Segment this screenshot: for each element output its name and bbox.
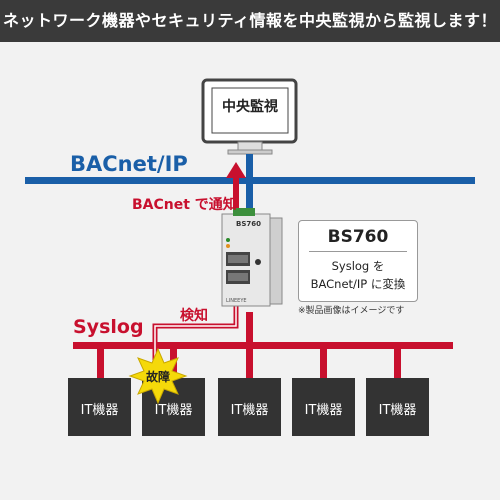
device-model-label: BS760 — [236, 220, 261, 228]
info-line1: Syslog を — [331, 259, 385, 273]
it-device-label-5: IT機器 — [378, 403, 417, 418]
header-banner: ネットワーク機器やセキュリティ情報を中央監視から監視します！ — [0, 0, 500, 42]
syslog-label: Syslog — [73, 316, 144, 338]
info-box: BS760 Syslog を BACnet/IP に変換 — [298, 220, 418, 302]
monitor-label: 中央監視 — [222, 99, 278, 115]
it-device-boxes — [68, 378, 429, 436]
it-device-label-2: IT機器 — [154, 403, 193, 418]
detect-label: 検知 — [180, 308, 208, 324]
info-title: BS760 — [327, 227, 389, 247]
monitor-icon — [201, 78, 298, 155]
syslog-line — [73, 342, 453, 349]
bacnet-drop-monitor — [246, 154, 253, 210]
info-divider — [309, 251, 407, 252]
image-note: ※製品画像はイメージです — [298, 306, 405, 316]
fault-label: 故障 — [145, 370, 170, 384]
info-line2: BACnet/IP に変換 — [310, 277, 406, 291]
it-device-label-1: IT機器 — [80, 403, 119, 418]
notify-label: BACnet で通知 — [132, 197, 237, 213]
bs760-device — [221, 208, 283, 307]
notify-arrow — [226, 162, 246, 215]
bacnet-label: BACnet/IP — [70, 152, 188, 176]
fault-star-icon — [128, 347, 188, 405]
syslog-drop-device — [246, 312, 253, 344]
it-device-label-4: IT機器 — [304, 403, 343, 418]
header-title: ネットワーク機器やセキュリティ情報を中央監視から監視します！ — [2, 11, 498, 30]
it-device-label-3: IT機器 — [230, 403, 269, 418]
device-brand-label: LINEEYE — [226, 298, 247, 304]
